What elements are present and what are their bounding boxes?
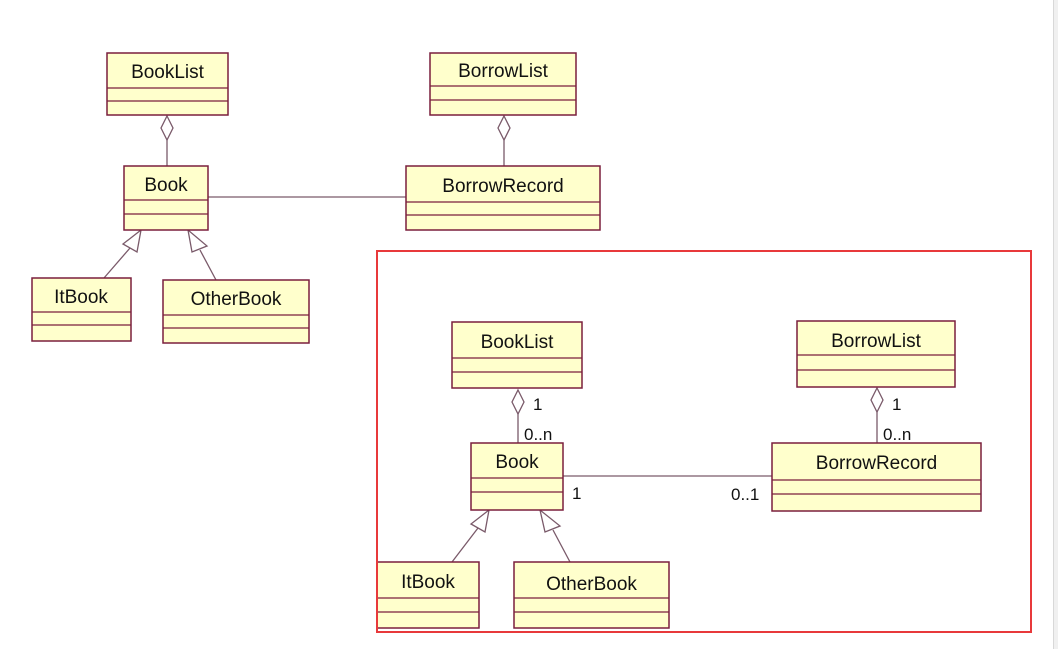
- bottom-generalization-triangle-icon: [469, 508, 490, 534]
- class-name: ItBook: [401, 572, 455, 593]
- top-generalization-triangle-icon: [121, 228, 142, 254]
- multiplicity-label: 0..n: [524, 425, 552, 444]
- class-name: BookList: [131, 62, 205, 83]
- bottom-generalization-itbook-line: [451, 527, 479, 563]
- bottom-generalization-otherbook-line: [552, 529, 571, 563]
- top-diagram: BookList BorrowList Book BorrowRecord: [31, 52, 601, 344]
- multiplicity-label: 1: [533, 395, 542, 414]
- scrollbar-track[interactable]: [1053, 0, 1058, 649]
- bottom-class-booklist[interactable]: BookList: [451, 321, 583, 389]
- top-class-borrowrecord[interactable]: BorrowRecord: [405, 165, 601, 231]
- bottom-aggregation-diamond-icon: [511, 388, 525, 416]
- top-generalization-triangle-icon: [187, 228, 209, 253]
- top-aggregation-diamond-icon: [497, 114, 511, 142]
- top-class-borrowlist[interactable]: BorrowList: [429, 52, 577, 116]
- class-name: BookList: [481, 332, 555, 353]
- top-generalization-itbook-line: [103, 247, 131, 279]
- bottom-class-borrowlist[interactable]: BorrowList: [796, 320, 956, 388]
- multiplicity-label: 1: [892, 395, 901, 414]
- bottom-class-itbook[interactable]: ItBook: [376, 561, 480, 629]
- bottom-generalization-triangle-icon: [538, 508, 562, 533]
- bottom-class-book[interactable]: Book: [470, 442, 564, 511]
- class-name: Book: [144, 175, 188, 196]
- top-class-booklist[interactable]: BookList: [106, 52, 229, 116]
- class-name: BorrowRecord: [442, 176, 563, 197]
- class-name: OtherBook: [546, 574, 637, 595]
- bottom-class-borrowrecord[interactable]: BorrowRecord: [771, 442, 982, 512]
- multiplicity-label: 0..n: [883, 425, 911, 444]
- multiplicity-label: 0..1: [731, 485, 759, 504]
- class-name: Book: [495, 452, 539, 473]
- top-class-book[interactable]: Book: [123, 165, 209, 231]
- bottom-aggregation-diamond-icon: [870, 386, 884, 414]
- bottom-class-otherbook[interactable]: OtherBook: [513, 561, 670, 629]
- class-name: BorrowList: [458, 61, 548, 82]
- top-class-itbook[interactable]: ItBook: [31, 277, 132, 342]
- top-aggregation-diamond-icon: [160, 114, 174, 142]
- class-name: BorrowRecord: [816, 453, 937, 474]
- multiplicity-label: 1: [572, 484, 581, 503]
- class-name: ItBook: [54, 287, 108, 308]
- class-name: BorrowList: [831, 331, 921, 352]
- top-generalization-otherbook-line: [199, 249, 217, 281]
- class-name: OtherBook: [191, 289, 282, 310]
- top-class-otherbook[interactable]: OtherBook: [162, 279, 310, 344]
- bottom-diagram: 1 0..n 1 0..n 1 0..1 BookList BorrowList…: [376, 320, 982, 629]
